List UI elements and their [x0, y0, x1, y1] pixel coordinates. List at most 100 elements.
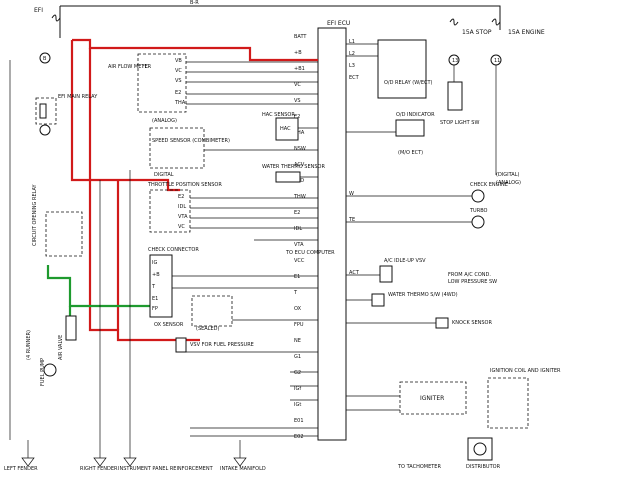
ecu-title: EFI ECU	[327, 20, 350, 27]
ecu-pin-left: E2	[294, 114, 300, 120]
svg-text:VS: VS	[175, 78, 182, 84]
svg-text:+B: +B	[152, 272, 160, 278]
ecu-pin-right: L1	[349, 39, 355, 45]
ignition-coil: IGNITION COIL AND IGNITER	[487, 368, 561, 429]
distributor-label: DISTRIBUTOR	[466, 464, 501, 470]
water-thermo-label: WATER THERMO SENSOR	[262, 164, 325, 170]
svg-text:FP: FP	[152, 306, 158, 312]
svg-text:11: 11	[494, 58, 500, 64]
circuit-opening-relay: CIRCUIT OPENING RELAY	[32, 183, 83, 257]
svg-text:IDL: IDL	[178, 204, 186, 210]
analog-paren-label: (ANALOG)	[496, 180, 521, 186]
ecu-pin-left: G2	[294, 370, 301, 376]
grounds: LEFT FENDER RIGHT FENDER INSTRUMENT PANE…	[4, 440, 266, 472]
efi-main-relay: EFI MAIN RELAY	[35, 94, 98, 136]
turbo-label: TURBO	[469, 208, 488, 214]
check-engine-label: CHECK ENGINE	[470, 182, 508, 188]
ox-sensor: OX SENSOR (SEALED)	[154, 295, 318, 332]
check-connector-label: CHECK CONNECTOR	[148, 247, 199, 253]
from-ac-label: FROM A/C COND.	[448, 272, 491, 278]
tps-label: THROTTLE POSITION SENSOR	[147, 182, 222, 188]
vsv-fuel-pressure: VSV FOR FUEL PRESSURE	[175, 337, 318, 353]
instrument-panel-label: INSTRUMENT PANEL REINFORCEMENT	[118, 466, 214, 472]
ecu-pin-left: VC	[294, 82, 301, 88]
ecu-pin-left: VTA	[294, 242, 304, 248]
svg-text:T: T	[151, 284, 156, 290]
od-relay: O/D RELAY (W/ECT)	[346, 39, 433, 99]
ecu-pin-left: FPU	[294, 322, 304, 328]
svg-text:VB: VB	[175, 58, 182, 64]
ecu-pin-right: L2	[349, 51, 355, 57]
ecu-pin-left: IGt	[294, 402, 301, 408]
sealed-label: (SEALED)	[196, 326, 219, 332]
fuse-engine-label: 15A ENGINE	[508, 29, 545, 36]
ecu-pin-left: VCC	[294, 258, 305, 264]
ecu-pin-left: NSW	[294, 146, 306, 152]
vsv-fuel-pressure-label: VSV FOR FUEL PRESSURE	[190, 342, 254, 348]
ecu-bottom-wires: TO ECU COMPUTER	[190, 239, 335, 437]
svg-text:FC: FC	[142, 64, 149, 70]
ecu-pin-left: THW	[293, 194, 306, 200]
svg-text:VTA: VTA	[178, 214, 188, 220]
speed-sensor-label: SPEED SENSOR (COMBIMETER)	[152, 138, 230, 144]
intake-manifold-label: INTAKE MANIFOLD	[220, 466, 266, 472]
ecu-pin-left: ACV	[294, 162, 305, 168]
svg-text:VC: VC	[178, 224, 185, 230]
fuse-engine: 15A ENGINE 11	[490, 18, 545, 66]
air-valve-label: AIR VALVE	[58, 335, 64, 360]
svg-text:IG: IG	[152, 260, 157, 266]
fuel-pump: FUEL PUMP (4 RUNNER)	[26, 330, 57, 386]
air-valve: AIR VALVE	[58, 315, 77, 360]
ignition-coil-label: IGNITION COIL AND IGNITER	[490, 368, 561, 374]
igniter: IGNITER	[346, 381, 467, 415]
low-pressure-label: LOW PRESSURE SW	[448, 279, 497, 285]
ox-sensor-label: OX SENSOR	[154, 322, 184, 328]
ecu-pin-right: ACT	[349, 270, 360, 276]
ecu-pin-left: IGf	[294, 386, 301, 392]
hac-sensor-label: HAC SENSOR	[262, 112, 295, 118]
knock-sensor-label: KNOCK SENSOR	[452, 320, 492, 326]
digital-paren-label: (DIGITAL)	[496, 172, 519, 178]
ac-idle-up: A/C IDLE-UP VSV FROM A/C COND. LOW PRESS…	[346, 258, 497, 285]
ecu-pin-left: BATT	[294, 34, 307, 40]
circuit-opening-label: CIRCUIT OPENING RELAY	[32, 183, 38, 246]
ecu-pin-left: G1	[294, 354, 301, 360]
svg-text:THA: THA	[174, 100, 186, 106]
check-connector: CHECK CONNECTOR IG +B T E1 FP	[148, 247, 318, 318]
ecu-pin-left: E01	[294, 418, 304, 424]
check-engine-lamp: CHECK ENGINE	[346, 182, 508, 203]
ecu-pin-left: IDL	[294, 226, 302, 232]
left-fender-label: LEFT FENDER	[4, 466, 38, 472]
throttle-position-sensor: THROTTLE POSITION SENSOR E2 IDL VTA VC	[147, 182, 318, 233]
red-power-wire	[70, 38, 318, 342]
speed-digital-label: DIGITAL	[154, 172, 174, 178]
speed-sensor: (ANALOG) SPEED SENSOR (COMBIMETER) DIGIT…	[149, 118, 318, 178]
water-thermo-sensor: WATER THERMO SENSOR	[262, 164, 325, 183]
ecu-pin-left: +B	[294, 50, 302, 56]
fuse-stop-label: 15A STOP	[462, 29, 492, 36]
fuel-pump-label: FUEL PUMP	[40, 358, 46, 386]
svg-text:HAC: HAC	[280, 126, 291, 132]
ecu-pin-left: E02	[294, 434, 304, 440]
fuse-efi: EFI B	[34, 7, 61, 64]
od-relay-label: O/D RELAY (W/ECT)	[384, 80, 433, 86]
water-thermo-switch: WATER THERMO S/W (4WD)	[346, 292, 458, 307]
ac-idle-up-label: A/C IDLE-UP VSV	[384, 258, 426, 264]
ecu-pin-left: OX	[294, 306, 302, 312]
turbo-lamp: TURBO (DIGITAL) (ANALOG)	[346, 172, 521, 229]
ecu-pin-left: +B1	[294, 66, 305, 72]
fuse-stop: 15A STOP 13	[448, 18, 492, 66]
ecu-pin-right: TE	[348, 217, 355, 223]
ecu-pin-right: ECT	[349, 75, 360, 81]
knock-sensor: KNOCK SENSOR	[346, 317, 492, 329]
od-indicator: O/D INDICATOR (M/O ECT)	[346, 112, 435, 156]
fuse-efi-label: EFI	[34, 7, 43, 14]
svg-text:E2: E2	[178, 194, 184, 200]
air-flow-meter: AIR FLOW METER FC VB VC VS E2 THA	[108, 53, 318, 113]
ecu-pin-left: THA	[293, 130, 305, 136]
green-wire	[46, 265, 150, 330]
stop-light-switch: STOP LIGHT SW	[440, 65, 497, 175]
left-rail	[9, 60, 131, 440]
svg-text:B: B	[43, 56, 47, 62]
